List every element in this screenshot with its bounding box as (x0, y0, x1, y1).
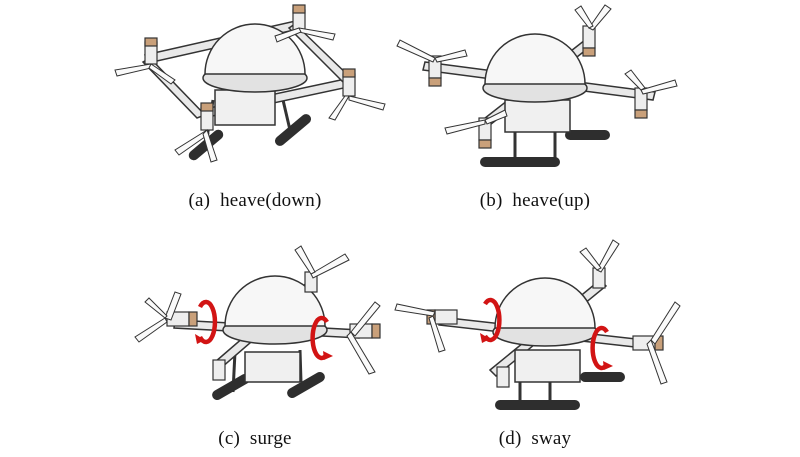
motor-pods (144, 4, 356, 131)
rotation-arrow-icon (195, 299, 218, 345)
figure-panel-d: (d) sway (385, 232, 685, 457)
panel-caption-b: (b) heave(up) (479, 190, 591, 211)
propeller-blades (394, 239, 681, 385)
dome-hull (482, 33, 588, 103)
dome-hull (492, 277, 598, 347)
rotation-arrow-icon (310, 315, 333, 361)
panel-caption-d: (d) sway (498, 428, 572, 449)
robot-illustration-surge (134, 245, 381, 400)
propeller-blades (114, 27, 386, 163)
dome-hull (202, 23, 308, 93)
rotation-arrow-icon (480, 297, 502, 343)
panel-caption-c: (c) surge (218, 428, 292, 449)
robot-illustration-heave-down (114, 4, 386, 163)
rotation-arrow-icon (590, 325, 613, 371)
electronics-box (514, 349, 581, 383)
panel-caption-a: (a) heave(down) (188, 190, 322, 211)
propeller-blades (396, 4, 678, 135)
figure-panel-c: (c) surge (105, 232, 405, 457)
robot-illustration-sway (394, 239, 681, 410)
dome-hull (222, 275, 328, 345)
electronics-box (214, 89, 276, 126)
robot-illustration-heave-up (396, 4, 678, 167)
figure-panel-b: (b) heave(up) (385, 0, 685, 225)
figure-panel-a: (a) heave(down) (105, 0, 405, 225)
electronics-box (504, 99, 571, 133)
propeller-blades (134, 245, 381, 375)
electronics-box (244, 351, 301, 383)
